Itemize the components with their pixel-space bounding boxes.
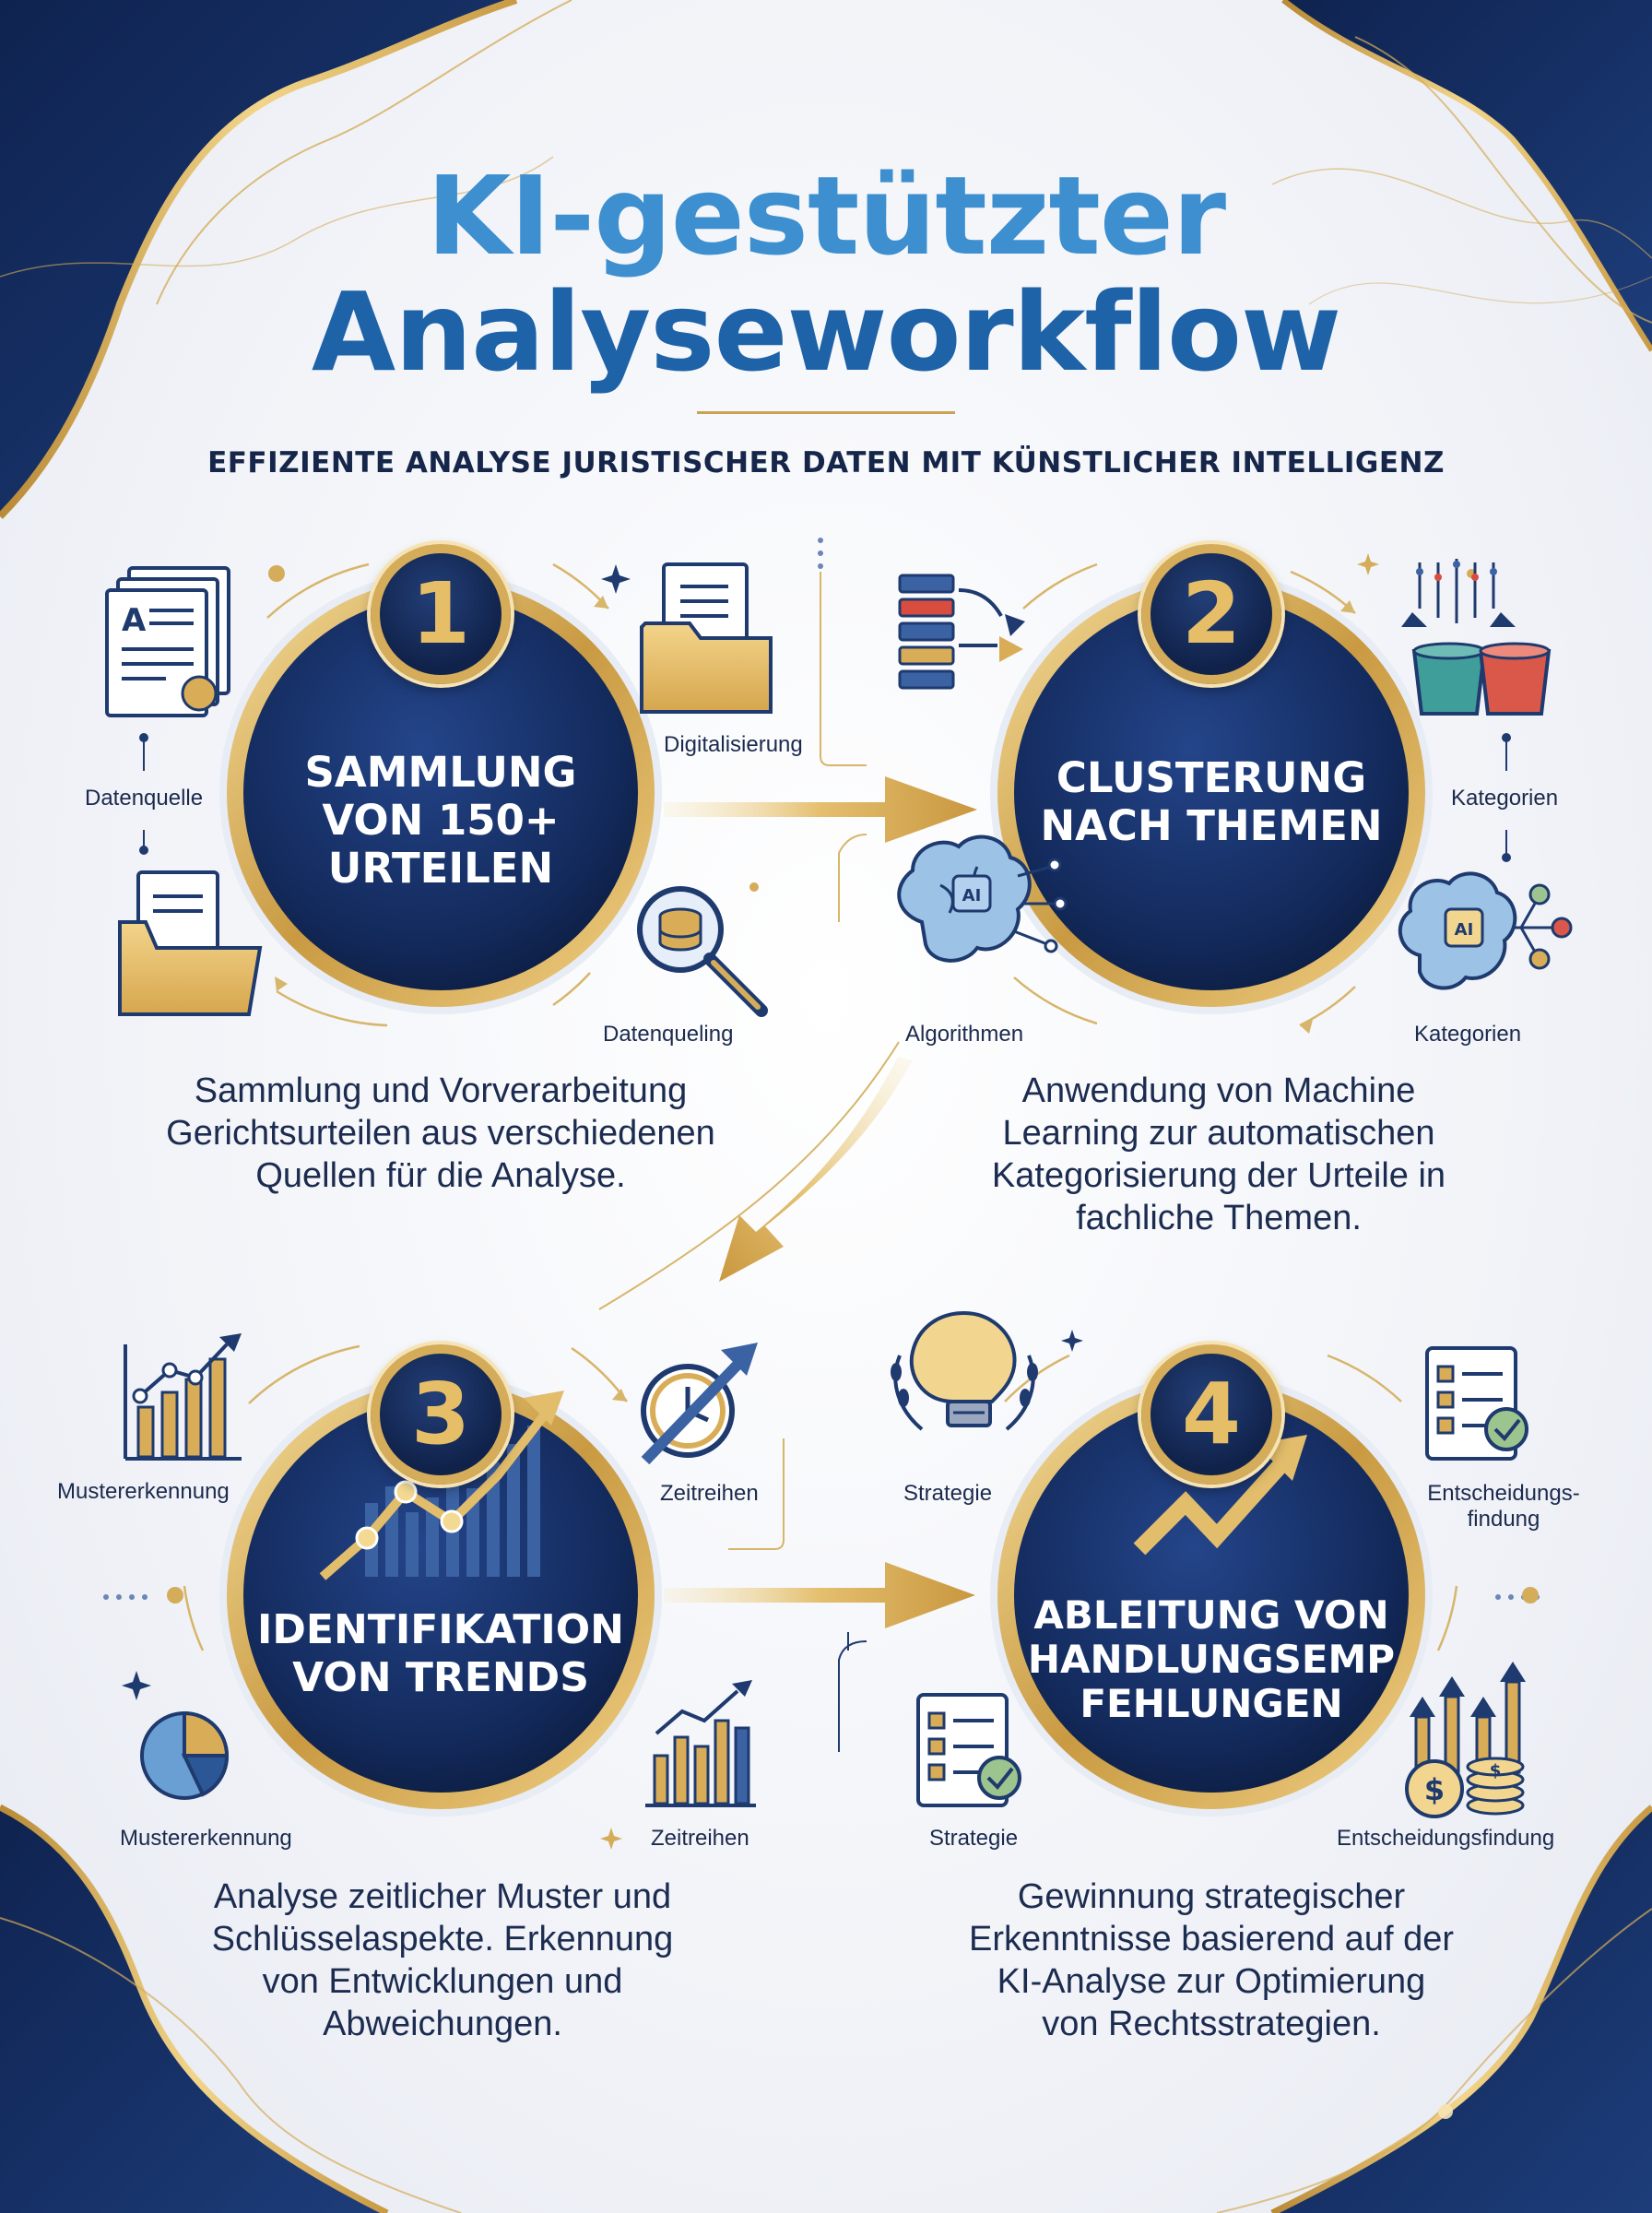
step-4-number-badge: 4 [1141, 1344, 1281, 1485]
sorting-buckets-icon [1401, 559, 1552, 716]
step-4-title-line: FEHLUNGEN [1080, 1681, 1343, 1726]
document-stack-icon: A [105, 566, 230, 717]
title-divider [697, 411, 955, 414]
arrow-step3-to-step4 [664, 1562, 975, 1628]
step-3-title-line: IDENTIFIKATION [257, 1606, 624, 1653]
description-line: fachliche Themen. [1076, 1199, 1362, 1237]
description-line: Anwendung von Machine [1021, 1071, 1416, 1110]
label-zeitreihen-bottom: Zeitreihen [651, 1826, 749, 1851]
step-3-title-line: VON TRENDS [292, 1654, 589, 1701]
step-4-description: Gewinnung strategischer Erkenntnisse bas… [907, 1876, 1516, 2045]
checklist-icon-bottom [916, 1693, 1021, 1807]
description-line: Gewinnung strategischer [1017, 1877, 1406, 1916]
dollar-coin-label-left: $ [1424, 1772, 1445, 1807]
step-3-number-badge: 3 [371, 1344, 511, 1485]
step-1-circle [219, 572, 662, 1014]
label-strategie-top: Strategie [903, 1481, 993, 1506]
label-mustererkennung-bottom: Mustererkennung [120, 1826, 292, 1851]
trend-chart-icon [319, 1391, 564, 1580]
corner-wave-bottom-left [0, 1807, 387, 2213]
step-4-title-line: HANDLUNGSEMP [1027, 1637, 1396, 1682]
main-title-line-1: KI-gestützter [426, 152, 1226, 279]
description-line: Schlüsselaspekte. Erkennung [211, 1920, 674, 1959]
corner-wave-bottom-right [1272, 1807, 1652, 2213]
step-4-title: ABLEITUNG VON HANDLUNGSEMP FEHLUNGEN [1009, 1593, 1414, 1726]
dollar-coin-label-right: $ [1490, 1761, 1502, 1781]
step-4-title-line: ABLEITUNG VON [1033, 1592, 1389, 1638]
ai-chip-label-left: AI [962, 886, 982, 905]
ai-chip-label-right: AI [1455, 920, 1474, 940]
label-mustererkennung-top: Mustererkennung [57, 1479, 230, 1504]
svg-text:A: A [122, 602, 147, 639]
arrow-step2-to-step3 [719, 1057, 913, 1282]
database-search-icon [637, 886, 768, 1017]
label-digitalisierung: Digitalisierung [664, 732, 803, 757]
step-2-title-line: NACH THEMEN [1040, 801, 1383, 850]
step-3-description: Analyse zeitlicher Muster und Schlüssela… [138, 1876, 747, 2045]
corner-wave-top-left [0, 0, 516, 516]
step-2-circle [990, 572, 1433, 1014]
description-line: Abweichungen. [323, 2005, 562, 2043]
ai-brain-icon-right [1398, 871, 1573, 990]
label-entscheidungsfindung-bottom: Entscheidungsfindung [1337, 1826, 1555, 1851]
description-line: Gerichtsurteilen aus verschiedenen [166, 1114, 715, 1153]
step-1-title: SAMMLUNG VON 150+ URTEILEN [266, 749, 616, 893]
step-2-number-badge: 2 [1141, 544, 1281, 684]
description-line: Erkenntnisse basierend auf der [969, 1920, 1454, 1959]
description-line: Kategorisierung der Urteile in [991, 1156, 1446, 1195]
label-kategorien-bottom: Kategorien [1414, 1022, 1522, 1047]
folder-icon [118, 870, 263, 1016]
description-line: Quellen für die Analyse. [255, 1156, 626, 1195]
bar-chart-icon-bottom-right [645, 1680, 756, 1807]
arrow-step1-to-step2 [664, 776, 977, 843]
bar-chart-icon-top-left [124, 1333, 242, 1461]
main-title-line-2: Analyseworkflow [311, 268, 1341, 396]
lightbulb-icon [891, 1310, 1038, 1431]
step-2-title-line: CLUSTERUNG [1056, 753, 1367, 802]
clock-trend-icon [641, 1343, 758, 1465]
label-zeitreihen-top: Zeitreihen [660, 1481, 759, 1506]
description-line: Learning zur automatischen [1002, 1114, 1435, 1153]
label-strategie-bottom: Strategie [929, 1826, 1019, 1851]
corner-wave-top-right [1283, 0, 1652, 350]
money-growth-icon [1405, 1662, 1526, 1818]
pie-chart-icon [140, 1710, 230, 1800]
label-kategorien-top: Kategorien [1451, 786, 1559, 811]
step-4-circle [990, 1374, 1433, 1817]
description-line: Analyse zeitlicher Muster und [213, 1877, 672, 1916]
step-3-circle [219, 1374, 662, 1817]
step-2-description: Anwendung von Machine Learning zur autom… [914, 1070, 1523, 1239]
step-1-description: Sammlung und Vorverarbeitung Gerichtsurt… [109, 1070, 773, 1197]
checklist-icon-top [1425, 1346, 1528, 1461]
description-line: von Entwicklungen und [262, 1962, 623, 2001]
data-flow-icon [898, 574, 1025, 690]
step-3-title: IDENTIFIKATION VON TRENDS [238, 1606, 643, 1702]
step-1-title-line: URTEILEN [327, 844, 554, 893]
step-1-number-badge: 1 [371, 544, 511, 684]
label-datenqueling: Datenqueling [603, 1022, 734, 1047]
label-datenquelle: Datenquelle [85, 786, 204, 811]
description-line: Sammlung und Vorverarbeitung [194, 1071, 688, 1110]
ai-brain-icon-left [897, 834, 1068, 963]
description-line: KI-Analyse zur Optimierung [997, 1962, 1426, 2001]
subtitle: EFFIZIENTE ANALYSE JURISTISCHER DATEN MI… [207, 446, 1445, 479]
label-line: findung [1467, 1507, 1540, 1532]
step-2-title: CLUSTERUNG NACH THEMEN [1009, 754, 1414, 850]
label-algorithmen: Algorithmen [905, 1022, 1024, 1047]
folder-document-icon [640, 562, 773, 714]
description-line: von Rechtsstrategien. [1042, 2005, 1381, 2043]
label-line: Entscheidungs- [1427, 1481, 1580, 1506]
step-1-title-line: SAMMLUNG [304, 748, 577, 797]
step-1-title-line: VON 150+ [322, 796, 560, 845]
label-entscheidungsfindung-top: Entscheidungs- findung [1425, 1481, 1582, 1533]
